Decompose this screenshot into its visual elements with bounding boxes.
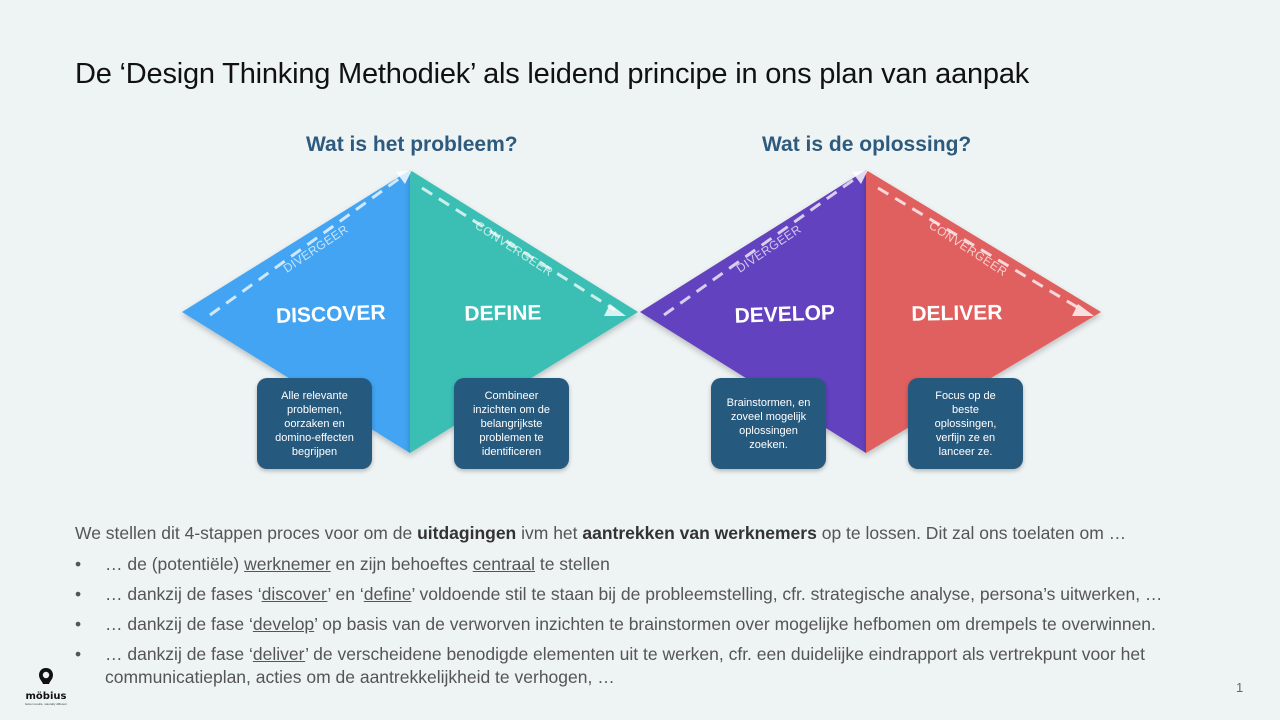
list-item: … de (potentiële) werknemer en zijn beho… xyxy=(75,553,1225,576)
page-number: 1 xyxy=(1236,680,1244,695)
problem-question: Wat is het probleem? xyxy=(306,133,518,156)
discover-description: Alle relevante problemen, oorzaken en do… xyxy=(257,378,372,469)
list-item: … dankzij de fase ‘develop’ op basis van… xyxy=(75,613,1225,636)
intro-text: We stellen dit 4-stappen proces voor om … xyxy=(75,523,1127,543)
define-arrow-line xyxy=(421,186,616,312)
develop-label: DEVELOP xyxy=(734,301,835,327)
list-item: … dankzij de fase ‘deliver’ de verscheid… xyxy=(75,643,1225,689)
discover-arrow-head xyxy=(396,170,412,184)
benefits-list: … de (potentiële) werknemer en zijn beho… xyxy=(75,553,1225,696)
define-arrow-head xyxy=(604,304,626,316)
deliver-description: Focus op de beste oplossingen, verfijn z… xyxy=(908,378,1023,469)
develop-arrow-head xyxy=(852,170,868,184)
logo-wordmark: möbius xyxy=(25,691,67,702)
list-item: … dankzij de fases ‘discover’ en ‘define… xyxy=(75,583,1225,606)
mobius-logo-icon xyxy=(39,668,53,684)
deliver-arrow-head xyxy=(1072,304,1094,316)
solution-question: Wat is de oplossing? xyxy=(762,133,972,156)
define-description: Combineer inzichten om de belangrijkste … xyxy=(454,378,569,469)
deliver-label: DELIVER xyxy=(911,301,1002,326)
slide-title: De ‘Design Thinking Methodiek’ als leide… xyxy=(75,58,1030,90)
mobius-logo: möbius better results, naturally differe… xyxy=(20,667,72,711)
define-label: DEFINE xyxy=(464,301,541,325)
discover-label: DISCOVER xyxy=(276,301,386,328)
logo-tagline: better results, naturally different xyxy=(25,702,67,706)
develop-description: Brainstormen, en zoveel mogelijk oplossi… xyxy=(711,378,826,469)
